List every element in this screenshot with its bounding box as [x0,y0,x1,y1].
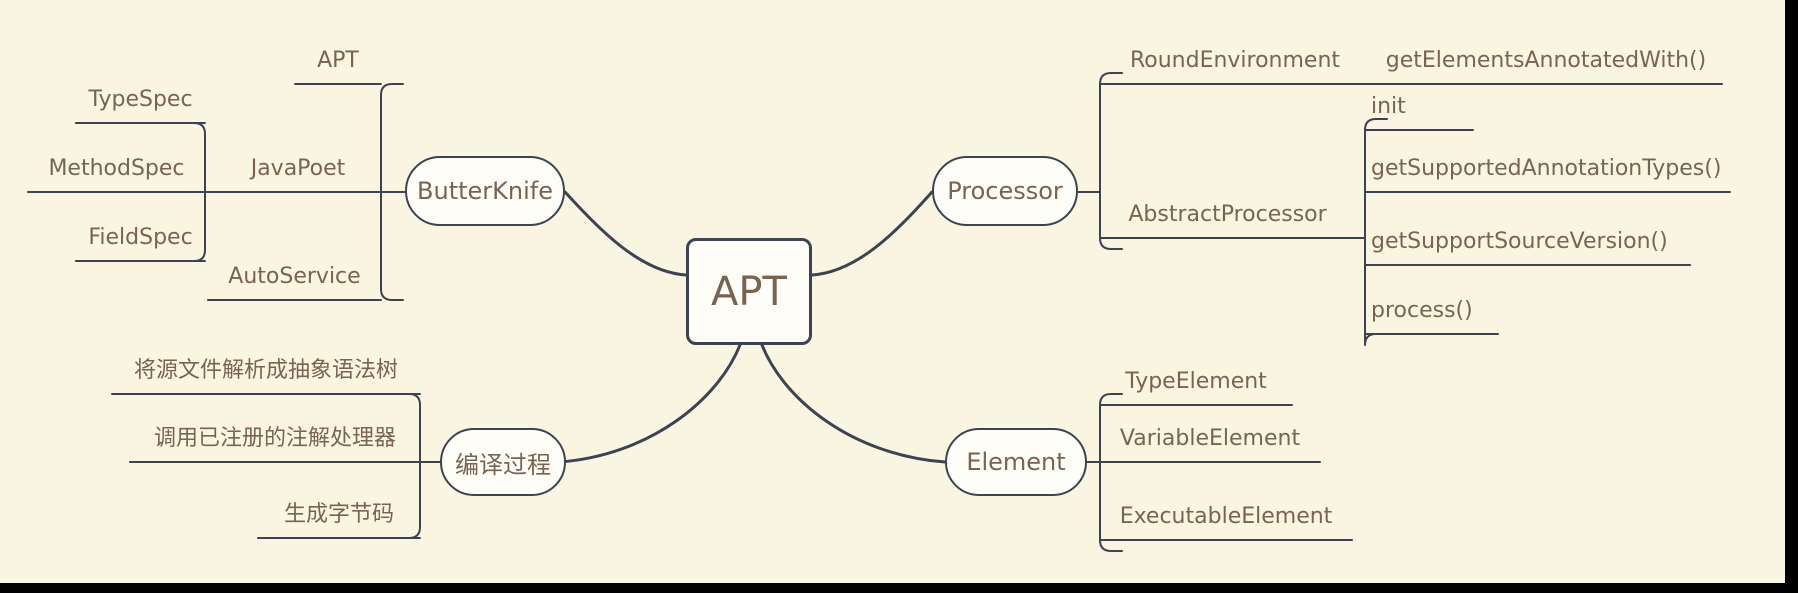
root-node-label: APT [711,268,787,315]
leaf-label-getsupportsourceversion: getSupportSourceVersion() [1371,229,1668,254]
leaf-init[interactable]: init [1365,96,1473,123]
leaf-label-compile-step3: 生成字节码 [283,502,394,527]
mindmap-canvas: APT ButterKnife Processor 编译过程 Element A… [0,0,1785,583]
leaf-typeelement[interactable]: TypeElement [1100,371,1292,398]
leaf-label-variableelement: VariableElement [1119,426,1301,451]
branch-label-element: Element [966,448,1066,476]
leaf-label-methodspec: MethodSpec [48,156,185,181]
leaf-methodspec[interactable]: MethodSpec [28,158,205,185]
branch-node-compile[interactable]: 编译过程 [440,428,566,496]
leaf-autoservice[interactable]: AutoService [208,266,381,293]
leaf-label-compile-step2: 调用已注册的注解处理器 [153,426,396,451]
leaf-label-getelementsannotatedwith: getElementsAnnotatedWith() [1385,48,1707,73]
branch-node-element[interactable]: Element [945,428,1087,496]
leaf-label-process: process() [1371,298,1473,323]
leaf-label-autoservice: AutoService [228,264,361,289]
leaf-javapoet[interactable]: JavaPoet [215,158,381,185]
leaf-getelementsannotatedwith[interactable]: getElementsAnnotatedWith() [1370,50,1722,77]
leaf-label-javapoet: JavaPoet [250,156,346,181]
root-node-apt[interactable]: APT [686,238,812,345]
bracket-butterknife-children [380,83,404,301]
leaf-label-getsupportedannotationtypes: getSupportedAnnotationTypes() [1371,156,1722,181]
edge-root-element [760,343,947,464]
leaf-compile-step3[interactable]: 生成字节码 [258,504,420,531]
leaf-label-fieldspec: FieldSpec [88,225,193,250]
edge-root-butterknife [563,190,688,277]
edge-root-processor [810,190,934,277]
leaf-executableelement[interactable]: ExecutableElement [1100,506,1352,533]
leaf-label-executableelement: ExecutableElement [1119,504,1333,529]
leaf-variableelement[interactable]: VariableElement [1100,428,1320,455]
leaf-typespec[interactable]: TypeSpec [76,89,205,116]
branch-node-processor[interactable]: Processor [932,156,1078,226]
branch-label-compile: 编译过程 [455,450,551,479]
leaf-label-roundenvironment: RoundEnvironment [1129,48,1341,73]
leaf-label-typeelement: TypeElement [1125,369,1267,394]
leaf-abstractprocessor[interactable]: AbstractProcessor [1100,204,1355,231]
branch-node-butterknife[interactable]: ButterKnife [405,156,565,226]
leaf-compile-step1[interactable]: 将源文件解析成抽象语法树 [112,360,420,387]
leaf-label-typespec: TypeSpec [88,87,193,112]
edge-root-compile [558,343,742,464]
leaf-process[interactable]: process() [1365,300,1498,327]
leaf-label-abstractprocessor: AbstractProcessor [1128,202,1327,227]
leaf-apt-sub[interactable]: APT [295,50,381,77]
branch-label-butterknife: ButterKnife [417,177,553,205]
leaf-compile-step2[interactable]: 调用已注册的注解处理器 [130,428,420,455]
leaf-label-compile-step1: 将源文件解析成抽象语法树 [133,358,398,383]
leaf-getsupportsourceversion[interactable]: getSupportSourceVersion() [1365,231,1690,258]
leaf-label-apt-sub: APT [317,48,359,73]
leaf-fieldspec[interactable]: FieldSpec [76,227,205,254]
leaf-getsupportedannotationtypes[interactable]: getSupportedAnnotationTypes() [1365,158,1730,185]
leaf-roundenvironment[interactable]: RoundEnvironment [1100,50,1370,77]
branch-label-processor: Processor [947,177,1063,205]
leaf-label-init: init [1371,94,1406,119]
